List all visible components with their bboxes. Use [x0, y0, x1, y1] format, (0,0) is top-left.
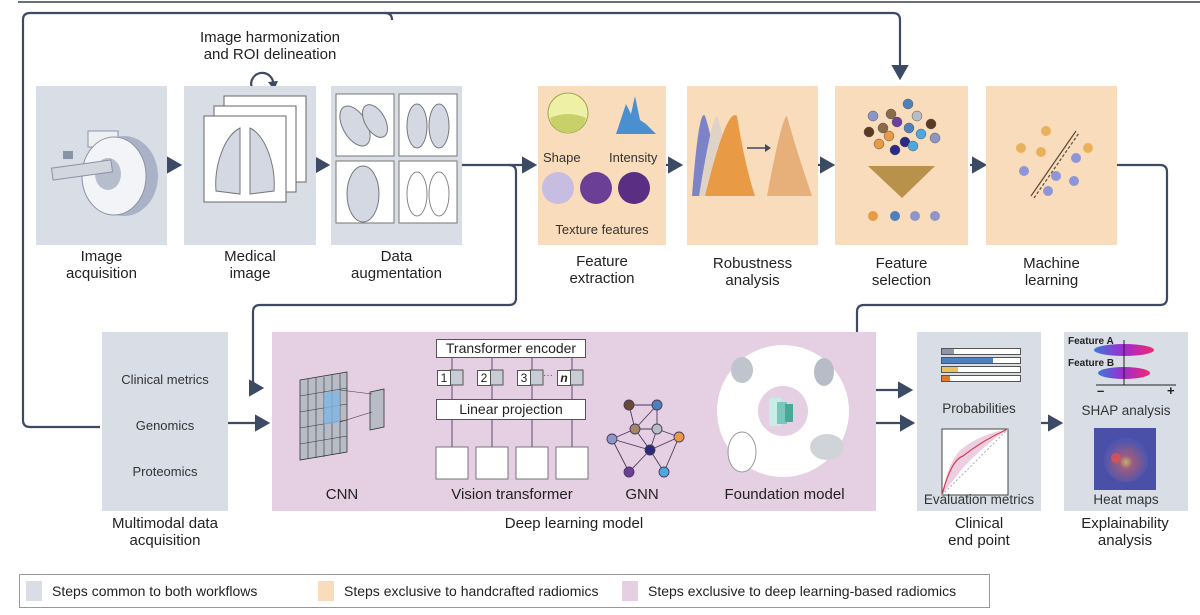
legend-swatch-deep — [622, 581, 638, 601]
shap-plus: + — [1167, 383, 1175, 398]
label-shap: SHAP analysis — [1081, 403, 1171, 418]
label-probabilities: Probabilities — [942, 401, 1016, 416]
token-ellipsis: ··· — [543, 370, 553, 381]
label-feature-b: Feature B — [1068, 358, 1115, 369]
label-vit: Vision transformer — [451, 486, 573, 503]
token-n: n — [557, 370, 571, 386]
probability-bar — [941, 357, 1021, 364]
selected-feature — [910, 211, 920, 221]
texture-icon-1 — [542, 172, 574, 204]
classifier-icon — [1016, 126, 1093, 199]
texture-icon-3 — [618, 172, 650, 204]
token-3: 3 — [517, 370, 531, 386]
legend-swatch-common — [26, 581, 42, 601]
step-multimodal-data: Clinical metrics Genomics Proteomics — [102, 332, 228, 511]
intensity-label: Intensity — [609, 150, 658, 165]
feature-funnel-icon — [863, 98, 941, 221]
legend-label-deep: Steps exclusive to deep learning-based r… — [648, 583, 957, 599]
probability-bar-fill — [942, 358, 993, 363]
label-feature-a: Feature A — [1068, 336, 1114, 347]
step-feature-selection — [835, 86, 968, 245]
loop-top — [21, 11, 394, 420]
probability-bar — [941, 366, 1021, 373]
selected-feature — [868, 211, 878, 221]
probability-bar — [941, 375, 1021, 382]
image-patches — [435, 446, 589, 480]
linear-projection: Linear projection — [436, 399, 586, 420]
legend-label-common: Steps common to both workflows — [52, 583, 258, 599]
step-robustness-analysis — [687, 86, 818, 245]
gnn-icon — [606, 399, 685, 478]
probability-bar-fill — [942, 349, 954, 354]
label-heat-maps: Heat maps — [1093, 492, 1159, 507]
probability-bar-fill — [942, 376, 950, 381]
transformer-encoder: Transformer encoder — [436, 339, 586, 358]
mri-scanner-icon — [50, 130, 158, 216]
item-proteomics: Proteomics — [132, 464, 198, 479]
augmented-lungs-icon — [335, 93, 458, 224]
step-image-acquisition — [36, 86, 167, 245]
legend: Steps common to both workflows Steps exc… — [19, 574, 990, 608]
step-explainability: Feature A Feature B – + SHAP analysis He… — [1064, 332, 1188, 511]
item-clinical-metrics: Clinical metrics — [121, 372, 209, 387]
top-note-line-2: and ROI delineation — [203, 46, 337, 63]
texture-label: Texture features — [555, 222, 649, 237]
lung-scan-stack-icon — [203, 95, 307, 203]
item-genomics: Genomics — [135, 418, 195, 433]
label-cnn: CNN — [325, 486, 359, 503]
cnn-icon — [299, 371, 385, 461]
loop-bottom-left — [21, 419, 100, 429]
legend-label-handcrafted: Steps exclusive to handcrafted radiomics — [344, 583, 599, 599]
intensity-icon — [616, 96, 656, 134]
label-evaluation-metrics: Evaluation metrics — [923, 492, 1035, 507]
top-rule — [18, 1, 1200, 3]
token-1: 1 — [437, 370, 451, 386]
roc-curve-icon — [941, 428, 1009, 496]
selected-feature — [890, 211, 900, 221]
shape-label: Shape — [543, 150, 581, 165]
step-feature-extraction: Shape Intensity Texture features — [538, 86, 666, 245]
label-foundation: Foundation model — [724, 486, 845, 503]
loop-arrow-icon — [250, 71, 278, 90]
loop-to-feature-selection — [385, 11, 909, 81]
shap-beeswarm-icon — [1094, 340, 1176, 386]
foundation-model-icon — [717, 345, 849, 477]
top-note-line-1: Image harmonization — [199, 29, 341, 46]
step-machine-learning — [986, 86, 1117, 245]
heat-map-icon — [1094, 428, 1156, 490]
arrow-to-cnn — [248, 163, 518, 397]
step-deep-learning-model: Transformer encoder Linear projection 1 … — [272, 332, 876, 511]
texture-icon-2 — [580, 172, 612, 204]
legend-swatch-handcrafted — [318, 581, 334, 601]
step-clinical-end-point: Probabilities Evaluation metrics — [917, 332, 1041, 511]
probability-bar — [941, 348, 1021, 355]
token-2: 2 — [477, 370, 491, 386]
step-medical-image — [184, 86, 316, 245]
shap-minus: – — [1097, 383, 1105, 398]
selected-feature — [930, 211, 940, 221]
probability-bar-fill — [942, 367, 958, 372]
label-deep-learning: Deep learning model — [504, 515, 644, 532]
label-gnn: GNN — [625, 486, 659, 503]
distribution-curves-icon — [692, 115, 812, 196]
top-note: Image harmonization and ROI delineation — [155, 29, 385, 63]
step-data-augmentation — [331, 86, 462, 245]
